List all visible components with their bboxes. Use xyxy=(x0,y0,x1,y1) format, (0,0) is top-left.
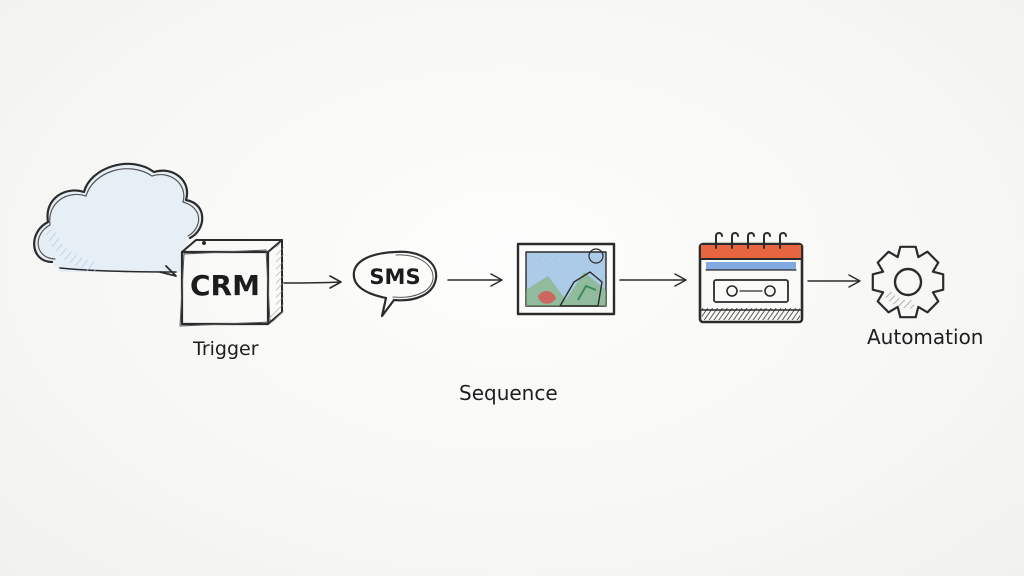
arrow-sms-to-photo xyxy=(447,273,503,287)
calendar-icon xyxy=(698,232,804,324)
calendar-rings xyxy=(715,232,787,249)
caption-trigger: Trigger xyxy=(193,338,259,360)
crm-box-icon: CRM xyxy=(179,239,284,327)
sms-label: SMS xyxy=(369,265,420,289)
caption-automation: Automation xyxy=(867,325,984,349)
arrow-photo-to-calendar xyxy=(619,273,687,287)
gear-icon xyxy=(871,245,945,319)
arrow-calendar-to-gear xyxy=(807,274,861,288)
sms-bubble-icon: SMS xyxy=(352,250,438,318)
caption-sequence: Sequence xyxy=(459,381,558,405)
crm-label: CRM xyxy=(190,269,260,302)
cloud-icon xyxy=(33,162,204,277)
photo-icon xyxy=(516,242,616,316)
arrow-crm-to-sms xyxy=(283,275,342,289)
